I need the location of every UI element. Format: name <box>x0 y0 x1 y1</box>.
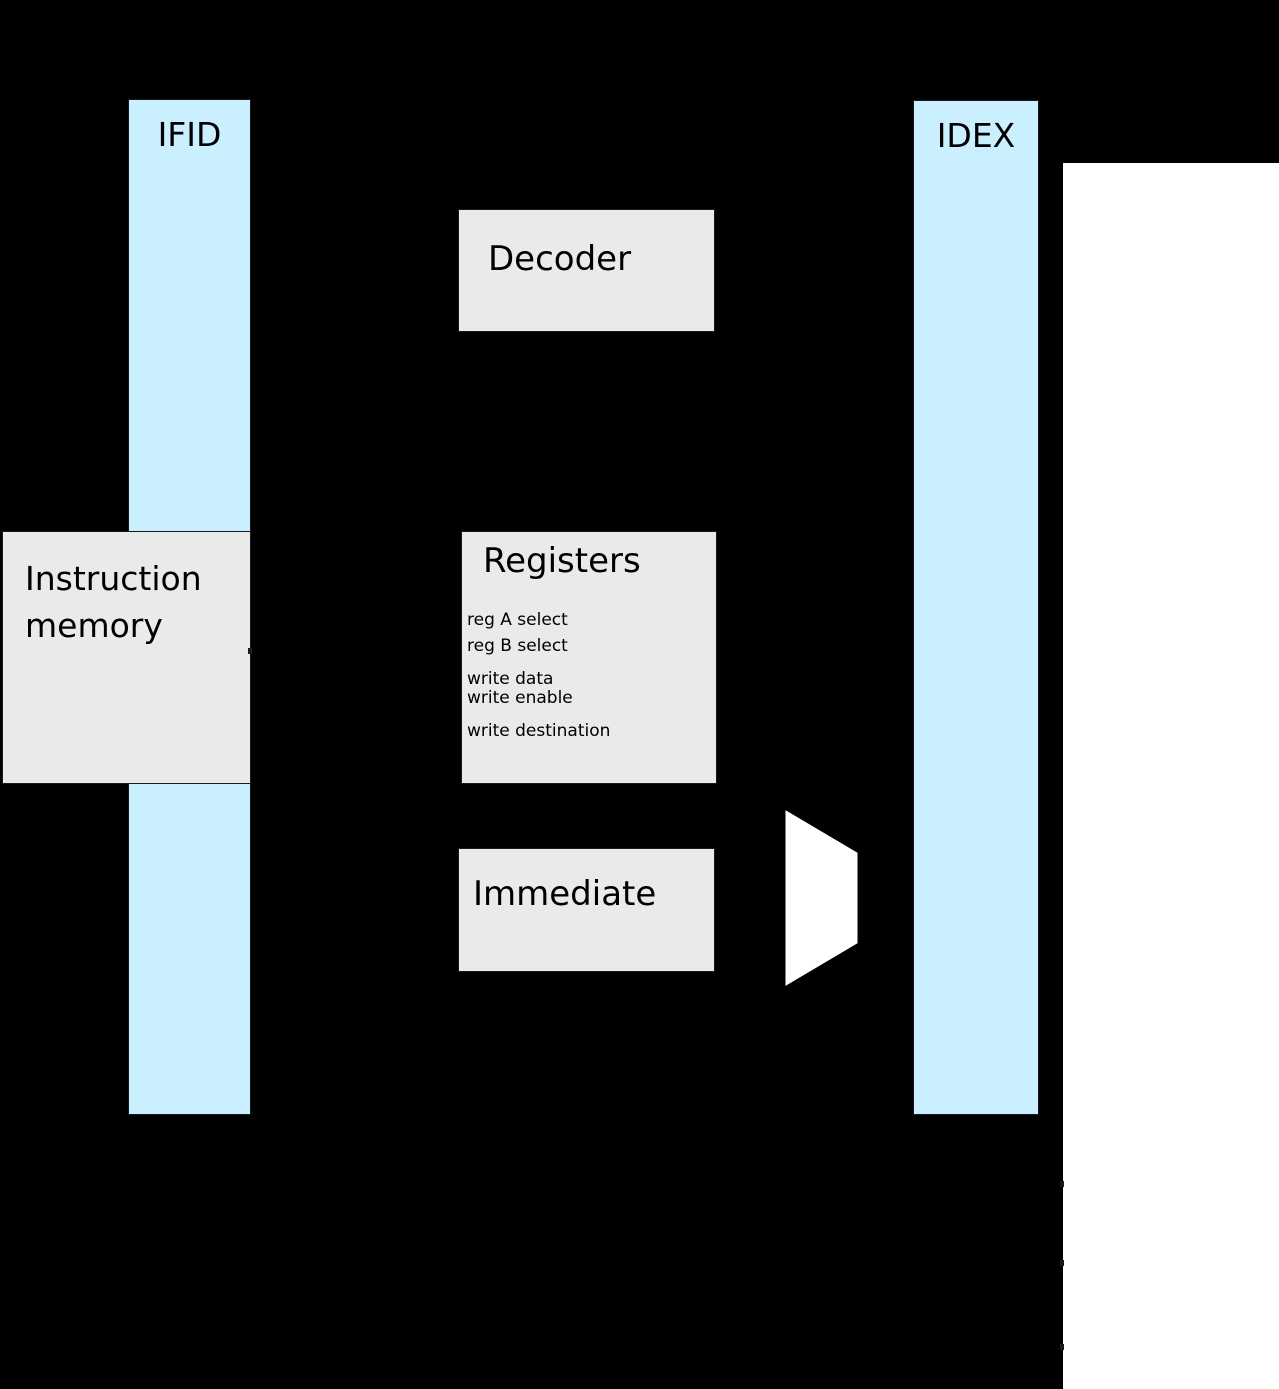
unit-instruction-memory-label: Instruction memory <box>25 559 202 645</box>
registers-port-write-destination: write destination <box>467 721 611 741</box>
operand-mux-shape <box>785 810 858 986</box>
edge-tick-lower <box>1060 1344 1064 1350</box>
pipeline-register-idex-label: IDEX <box>936 116 1016 155</box>
edge-tick-upper <box>1060 1181 1064 1187</box>
unit-registers[interactable]: Registers reg A select reg B select writ… <box>461 531 717 784</box>
unit-immediate[interactable]: Immediate <box>458 848 715 972</box>
operand-mux[interactable] <box>784 809 859 987</box>
pipeline-register-idex[interactable]: IDEX <box>913 100 1039 1115</box>
registers-port-reg-b-select: reg B select <box>467 636 568 656</box>
registers-port-write-enable: write enable <box>467 688 573 708</box>
registers-port-list: reg A select reg B select write data wri… <box>467 612 713 740</box>
unit-registers-label: Registers <box>483 541 641 581</box>
pipeline-register-ifid-label: IFID <box>157 115 222 154</box>
registers-port-reg-a-select: reg A select <box>467 610 568 630</box>
unit-immediate-label: Immediate <box>473 874 657 914</box>
unit-decoder[interactable]: Decoder <box>458 209 715 332</box>
edge-tick-middle <box>1060 1260 1064 1266</box>
unit-instruction-memory[interactable]: Instruction memory <box>2 531 251 784</box>
registers-port-write-data: write data <box>467 669 554 689</box>
edge-tick-instruction-memory <box>248 648 252 654</box>
unit-decoder-label: Decoder <box>488 239 632 279</box>
